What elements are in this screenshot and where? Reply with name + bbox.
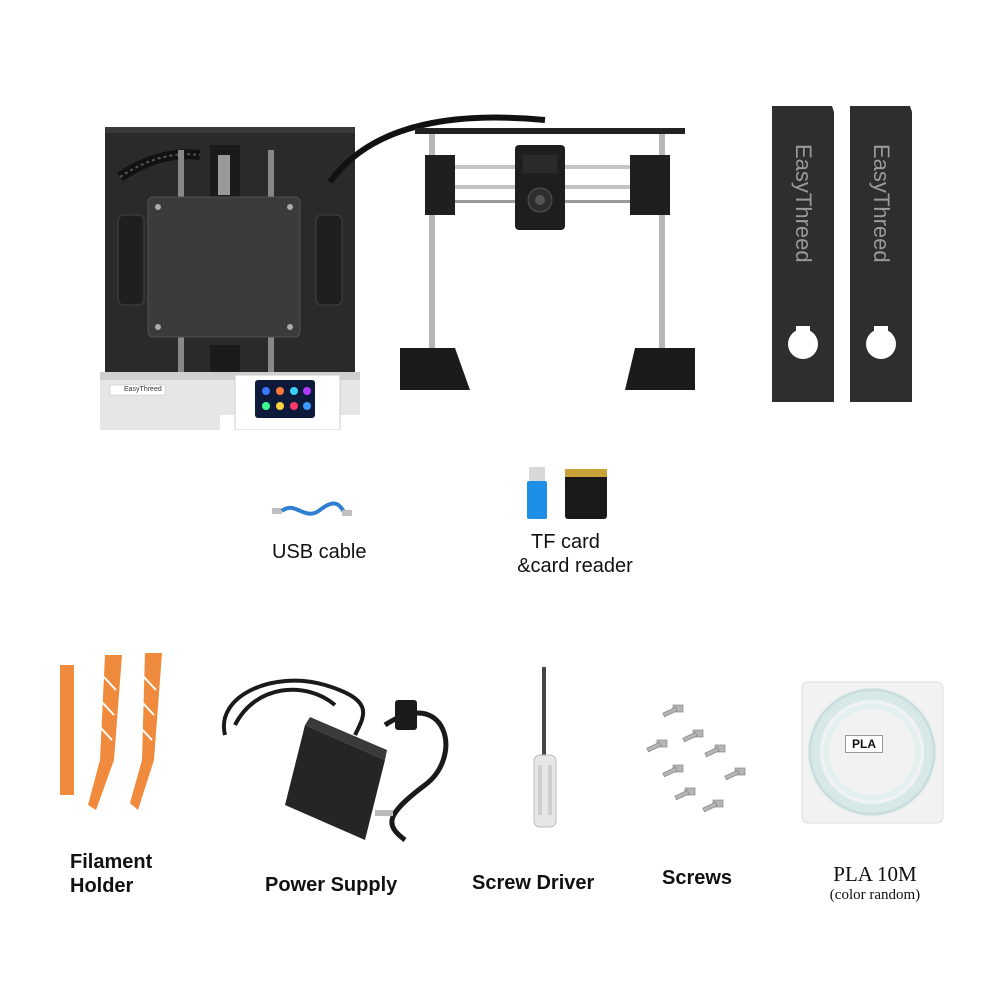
filament-holder-item [50, 645, 190, 815]
screwdriver-item [525, 665, 565, 835]
gantry-frame [325, 100, 695, 400]
usb-cable-item [270, 500, 355, 530]
tf-card-item [525, 465, 615, 523]
printer-product: EasyThreed [100, 125, 360, 430]
screws-icon [646, 704, 746, 813]
screws-label: Screws [662, 867, 733, 889]
tf-card-label-line1: TF card [531, 531, 600, 553]
printer-brand-label: EasyThreed [124, 386, 162, 393]
gantry-illustration [327, 114, 695, 390]
power-supply-label: Power Supply [265, 874, 398, 896]
screw-driver-label: Screw Driver [472, 872, 595, 894]
tf-card-label-line2: &card reader [517, 555, 633, 577]
pla-tag: PLA [845, 735, 883, 753]
screwdriver-icon [533, 667, 557, 828]
bracket-brand-right: EasyThreed [869, 144, 894, 263]
filament-holder-label-line2: Holder [70, 875, 134, 897]
pla-item: PLA [800, 680, 945, 825]
filament-holder-label: Filament Holder [70, 850, 152, 898]
screws-item [645, 700, 755, 825]
filament-holder-label-line1: Filament [70, 851, 153, 873]
printer-illustration [100, 127, 360, 430]
spool-bracket-illustration: EasyThreed EasyThreed [772, 106, 912, 402]
pla-label-line1: PLA 10M [833, 862, 917, 886]
tf-card-label: TF card &card reader [505, 530, 645, 578]
bracket-brand-left: EasyThreed [791, 144, 816, 263]
pla-label: PLA 10M (color random) [800, 862, 950, 904]
tf-card-icon [527, 467, 607, 519]
spool-brackets: EasyThreed EasyThreed [768, 104, 918, 404]
usb-cable-icon [272, 501, 352, 516]
power-supply-item [215, 665, 475, 850]
pla-label-line2: (color random) [829, 887, 921, 903]
usb-cable-label: USB cable [272, 541, 367, 563]
filament-holder-icon [60, 653, 162, 810]
power-supply-icon [221, 678, 449, 842]
